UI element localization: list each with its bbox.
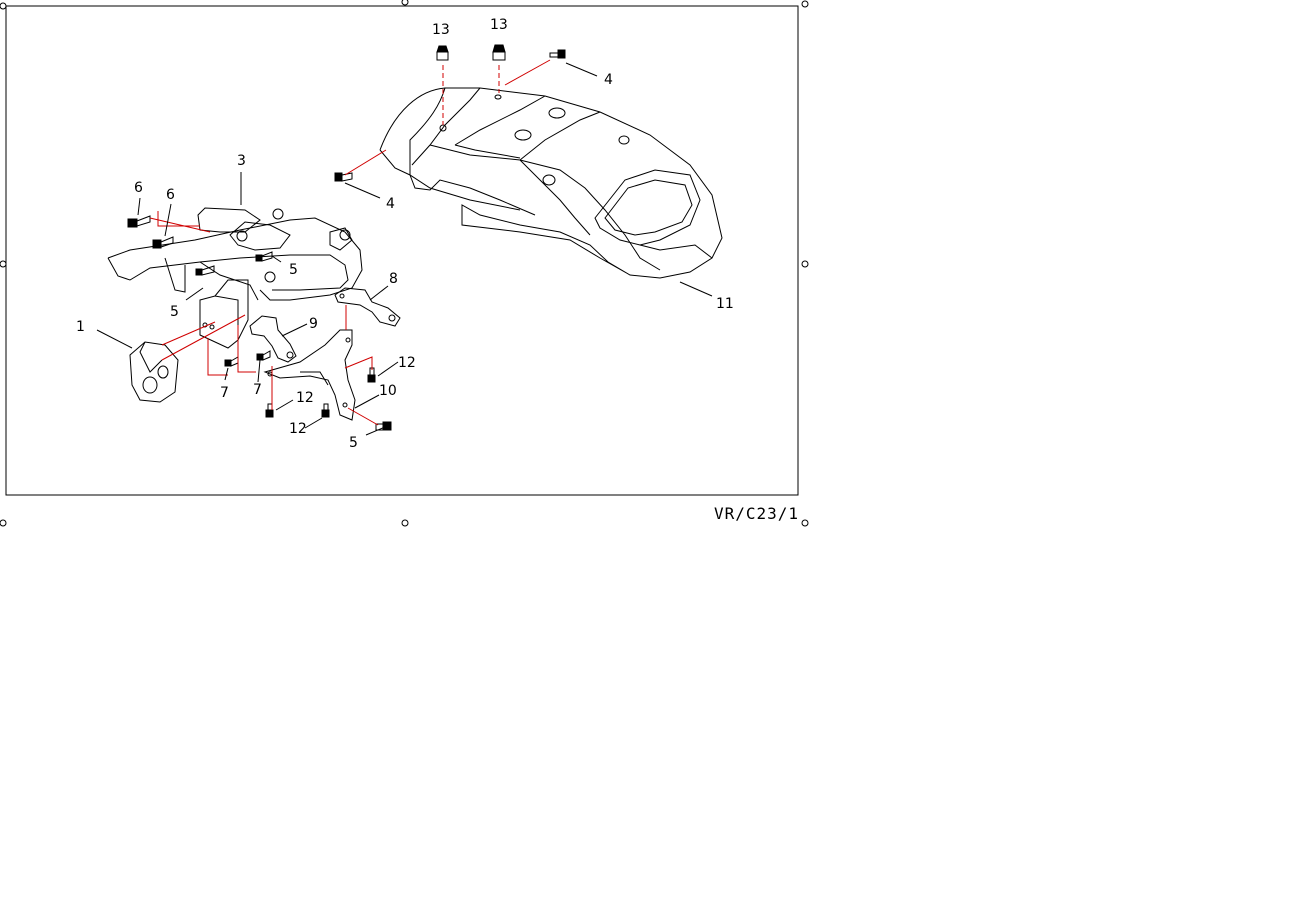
callout-13b: 13	[490, 17, 508, 33]
callout-labels: 1 3 4 4 5 5 5 6 6 7 7 8 9 10 11 12 12 12…	[76, 17, 734, 451]
grommet-part	[436, 44, 506, 61]
callout-5a: 5	[289, 262, 298, 278]
callout-13a: 13	[432, 22, 450, 38]
bracket-8-part	[334, 287, 401, 327]
callout-7a: 7	[220, 385, 229, 401]
callout-6a: 6	[134, 180, 143, 196]
callout-4a: 4	[604, 72, 613, 88]
carrier-bracket-part	[107, 207, 363, 349]
page-code-label: VR/C23/1	[714, 504, 800, 523]
callout-10: 10	[379, 383, 397, 399]
callout-6b: 6	[166, 187, 175, 203]
callout-12a: 12	[398, 355, 416, 371]
callout-5c: 5	[349, 435, 358, 451]
callout-1: 1	[76, 319, 85, 335]
callout-12b: 12	[296, 390, 314, 406]
bracket-9-part	[249, 315, 297, 363]
plate-bracket-part	[263, 329, 356, 421]
callout-leader-lines	[96, 62, 713, 436]
fastener-parts	[127, 49, 566, 431]
callout-5b: 5	[170, 304, 179, 320]
callout-9: 9	[309, 316, 318, 332]
reflector-part	[129, 341, 179, 403]
rear-fender-part	[379, 87, 723, 279]
callout-7b: 7	[253, 382, 262, 398]
callout-3: 3	[237, 153, 246, 169]
callout-11: 11	[716, 296, 734, 312]
assembly-leader-lines	[149, 59, 551, 426]
callout-12c: 12	[289, 421, 307, 437]
callout-8: 8	[389, 271, 398, 287]
callout-4b: 4	[386, 196, 395, 212]
drawing-frame	[0, 0, 809, 527]
